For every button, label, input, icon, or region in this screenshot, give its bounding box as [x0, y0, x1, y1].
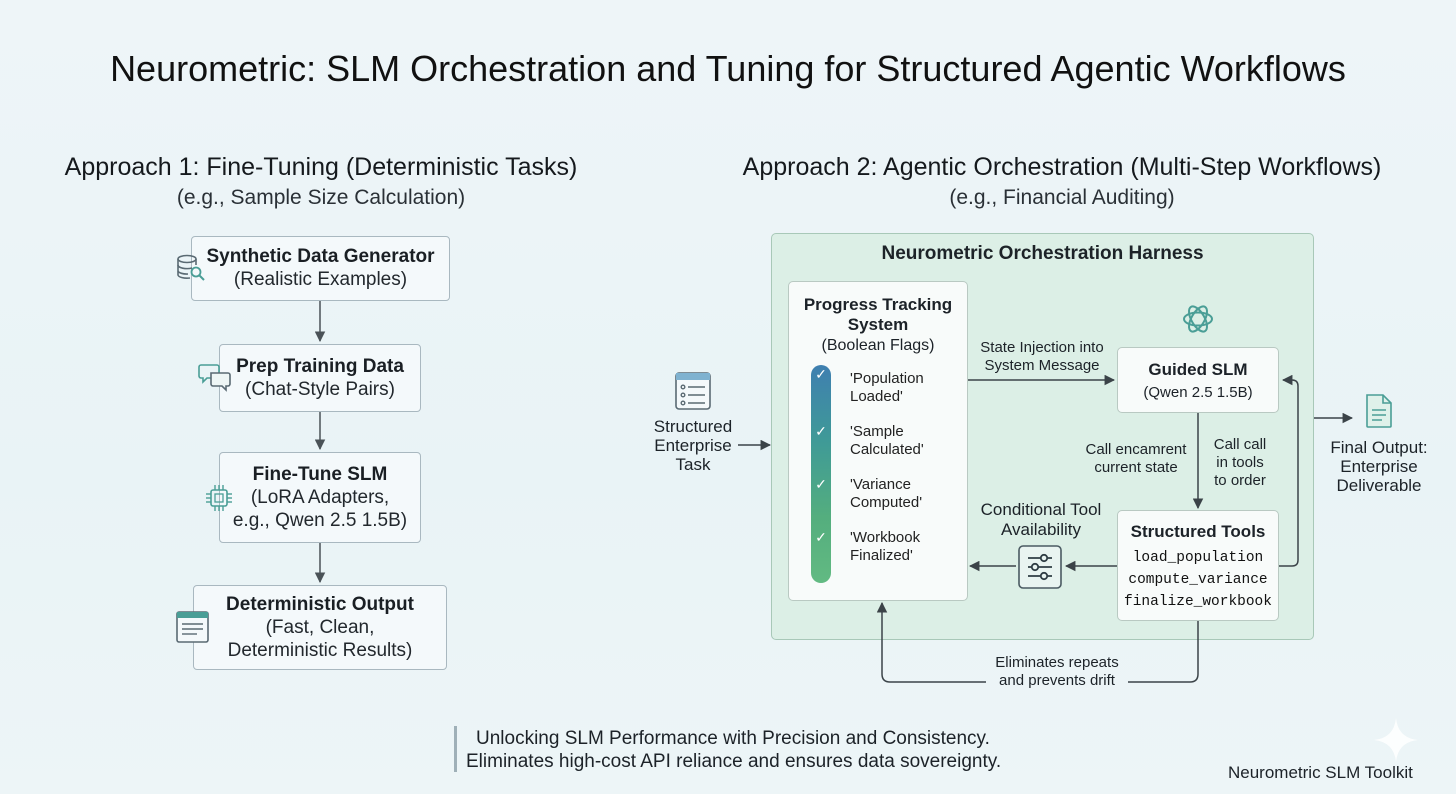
- flag-sample-line1: 'Sample: [850, 423, 904, 440]
- step-sub: e.g., Qwen 2.5 1.5B): [232, 509, 408, 531]
- structured-tools-box: Structured Tools load_population compute…: [1117, 510, 1279, 621]
- call-tools-line: Call call: [1213, 436, 1267, 453]
- loop-label: Eliminates repeats and prevents drift: [978, 654, 1136, 690]
- tool-finalize-workbook: finalize_workbook: [1124, 594, 1272, 610]
- conditional-tool-label: Conditional Tool Availability: [966, 500, 1116, 540]
- flag-population-line2: Loaded': [850, 388, 903, 405]
- database-search-icon: [177, 254, 205, 281]
- call-current-line: current state: [1094, 459, 1178, 476]
- chip-icon: [206, 485, 232, 511]
- conditional-line: Conditional Tool: [980, 500, 1102, 519]
- page-title: Neurometric: SLM Orchestration and Tunin…: [110, 48, 1346, 89]
- step-sub: Deterministic Results): [227, 639, 413, 661]
- footer-divider: [454, 726, 457, 772]
- final-output-label: Final Output: Enterprise Deliverable: [1322, 438, 1436, 495]
- call-current-line: Call encamrent: [1085, 441, 1187, 458]
- call-tools-line: to order: [1214, 472, 1266, 489]
- flag-workbook-line1: 'Workbook: [850, 529, 921, 546]
- step-sub: (Fast, Clean,: [265, 616, 375, 638]
- check-icon: ✓: [815, 423, 827, 439]
- loop-line: Eliminates repeats: [995, 654, 1119, 671]
- footer-line-1: Unlocking SLM Performance with Precision…: [476, 728, 990, 749]
- guided-slm-title: Guided SLM: [1148, 360, 1248, 379]
- step-sub: (LoRA Adapters,: [250, 486, 390, 508]
- prep-training-data-box: Prep Training Data (Chat-Style Pairs): [219, 344, 421, 412]
- step-title: Synthetic Data Generator: [206, 246, 435, 267]
- guided-slm-sub: (Qwen 2.5 1.5B): [1143, 384, 1253, 401]
- structured-tools-title: Structured Tools: [1130, 522, 1266, 541]
- final-output-line: Deliverable: [1336, 476, 1422, 495]
- document-icon: [176, 611, 209, 643]
- state-injection-label: State Injection into System Message: [968, 339, 1116, 375]
- conditional-line: Availability: [1000, 520, 1081, 539]
- state-injection-line: System Message: [984, 357, 1100, 374]
- step-title: Deterministic Output: [226, 593, 414, 615]
- deterministic-output-box: Deterministic Output (Fast, Clean, Deter…: [193, 585, 447, 670]
- call-tools-label: Call call in tools to order: [1203, 436, 1277, 490]
- approach1-heading: Approach 1: Fine-Tuning (Deterministic T…: [64, 153, 578, 181]
- synthetic-data-generator-box: Synthetic Data Generator (Realistic Exam…: [191, 236, 450, 301]
- progress-title-2: System: [847, 315, 909, 334]
- input-task-line: Structured: [653, 417, 733, 436]
- tool-compute-variance: compute_variance: [1128, 572, 1268, 588]
- input-task-label: Structured Enterprise Task: [640, 417, 746, 474]
- harness-title: Neurometric Orchestration Harness: [881, 243, 1204, 264]
- check-icon: ✓: [815, 476, 827, 492]
- sparkle-icon: [1374, 718, 1418, 762]
- flag-workbook-line2: Finalized': [850, 547, 913, 564]
- brand-label: Neurometric SLM Toolkit: [1228, 763, 1413, 782]
- check-icon: ✓: [815, 529, 827, 545]
- tool-load-population: load_population: [1132, 550, 1264, 566]
- flag-progress-bar: [811, 365, 831, 583]
- flag-variance-line1: 'Variance: [850, 476, 911, 493]
- final-output-line: Enterprise: [1340, 457, 1418, 476]
- step-title: Fine-Tune SLM: [252, 463, 388, 485]
- input-task-line: Enterprise: [654, 436, 732, 455]
- checklist-icon: [675, 372, 711, 410]
- step-title: Prep Training Data: [236, 355, 404, 377]
- step-sub: (Chat-Style Pairs): [245, 378, 395, 400]
- final-output-line: Final Output:: [1330, 438, 1428, 457]
- fine-tune-slm-box: Fine-Tune SLM (LoRA Adapters, e.g., Qwen…: [219, 452, 421, 543]
- progress-title-1: Progress Tracking: [803, 295, 953, 314]
- loop-line: and prevents drift: [999, 672, 1115, 689]
- progress-subtitle: (Boolean Flags): [821, 337, 935, 354]
- file-output-icon: [1366, 394, 1392, 428]
- call-current-state-label: Call encamrent current state: [1074, 441, 1198, 477]
- chat-bubbles-icon: [198, 364, 231, 392]
- state-injection-line: State Injection into: [980, 339, 1104, 356]
- footer-line-2: Eliminates high-cost API reliance and en…: [466, 751, 1002, 772]
- flag-variance-line2: Computed': [850, 494, 923, 511]
- flag-population-line1: 'Population: [850, 370, 924, 387]
- check-icon: ✓: [815, 366, 827, 382]
- guided-slm-box: Guided SLM (Qwen 2.5 1.5B): [1117, 347, 1279, 413]
- call-tools-line: in tools: [1216, 454, 1264, 471]
- approach2-heading: Approach 2: Agentic Orchestration (Multi…: [742, 153, 1382, 181]
- input-task-line: Task: [675, 455, 711, 474]
- sliders-icon: [1018, 545, 1062, 589]
- approach2-subheading: (e.g., Financial Auditing): [949, 186, 1175, 209]
- approach1-subheading: (e.g., Sample Size Calculation): [176, 186, 466, 209]
- model-knot-icon: [1183, 305, 1213, 333]
- step-sub: (Realistic Examples): [233, 269, 408, 290]
- flag-sample-line2: Calculated': [850, 441, 924, 458]
